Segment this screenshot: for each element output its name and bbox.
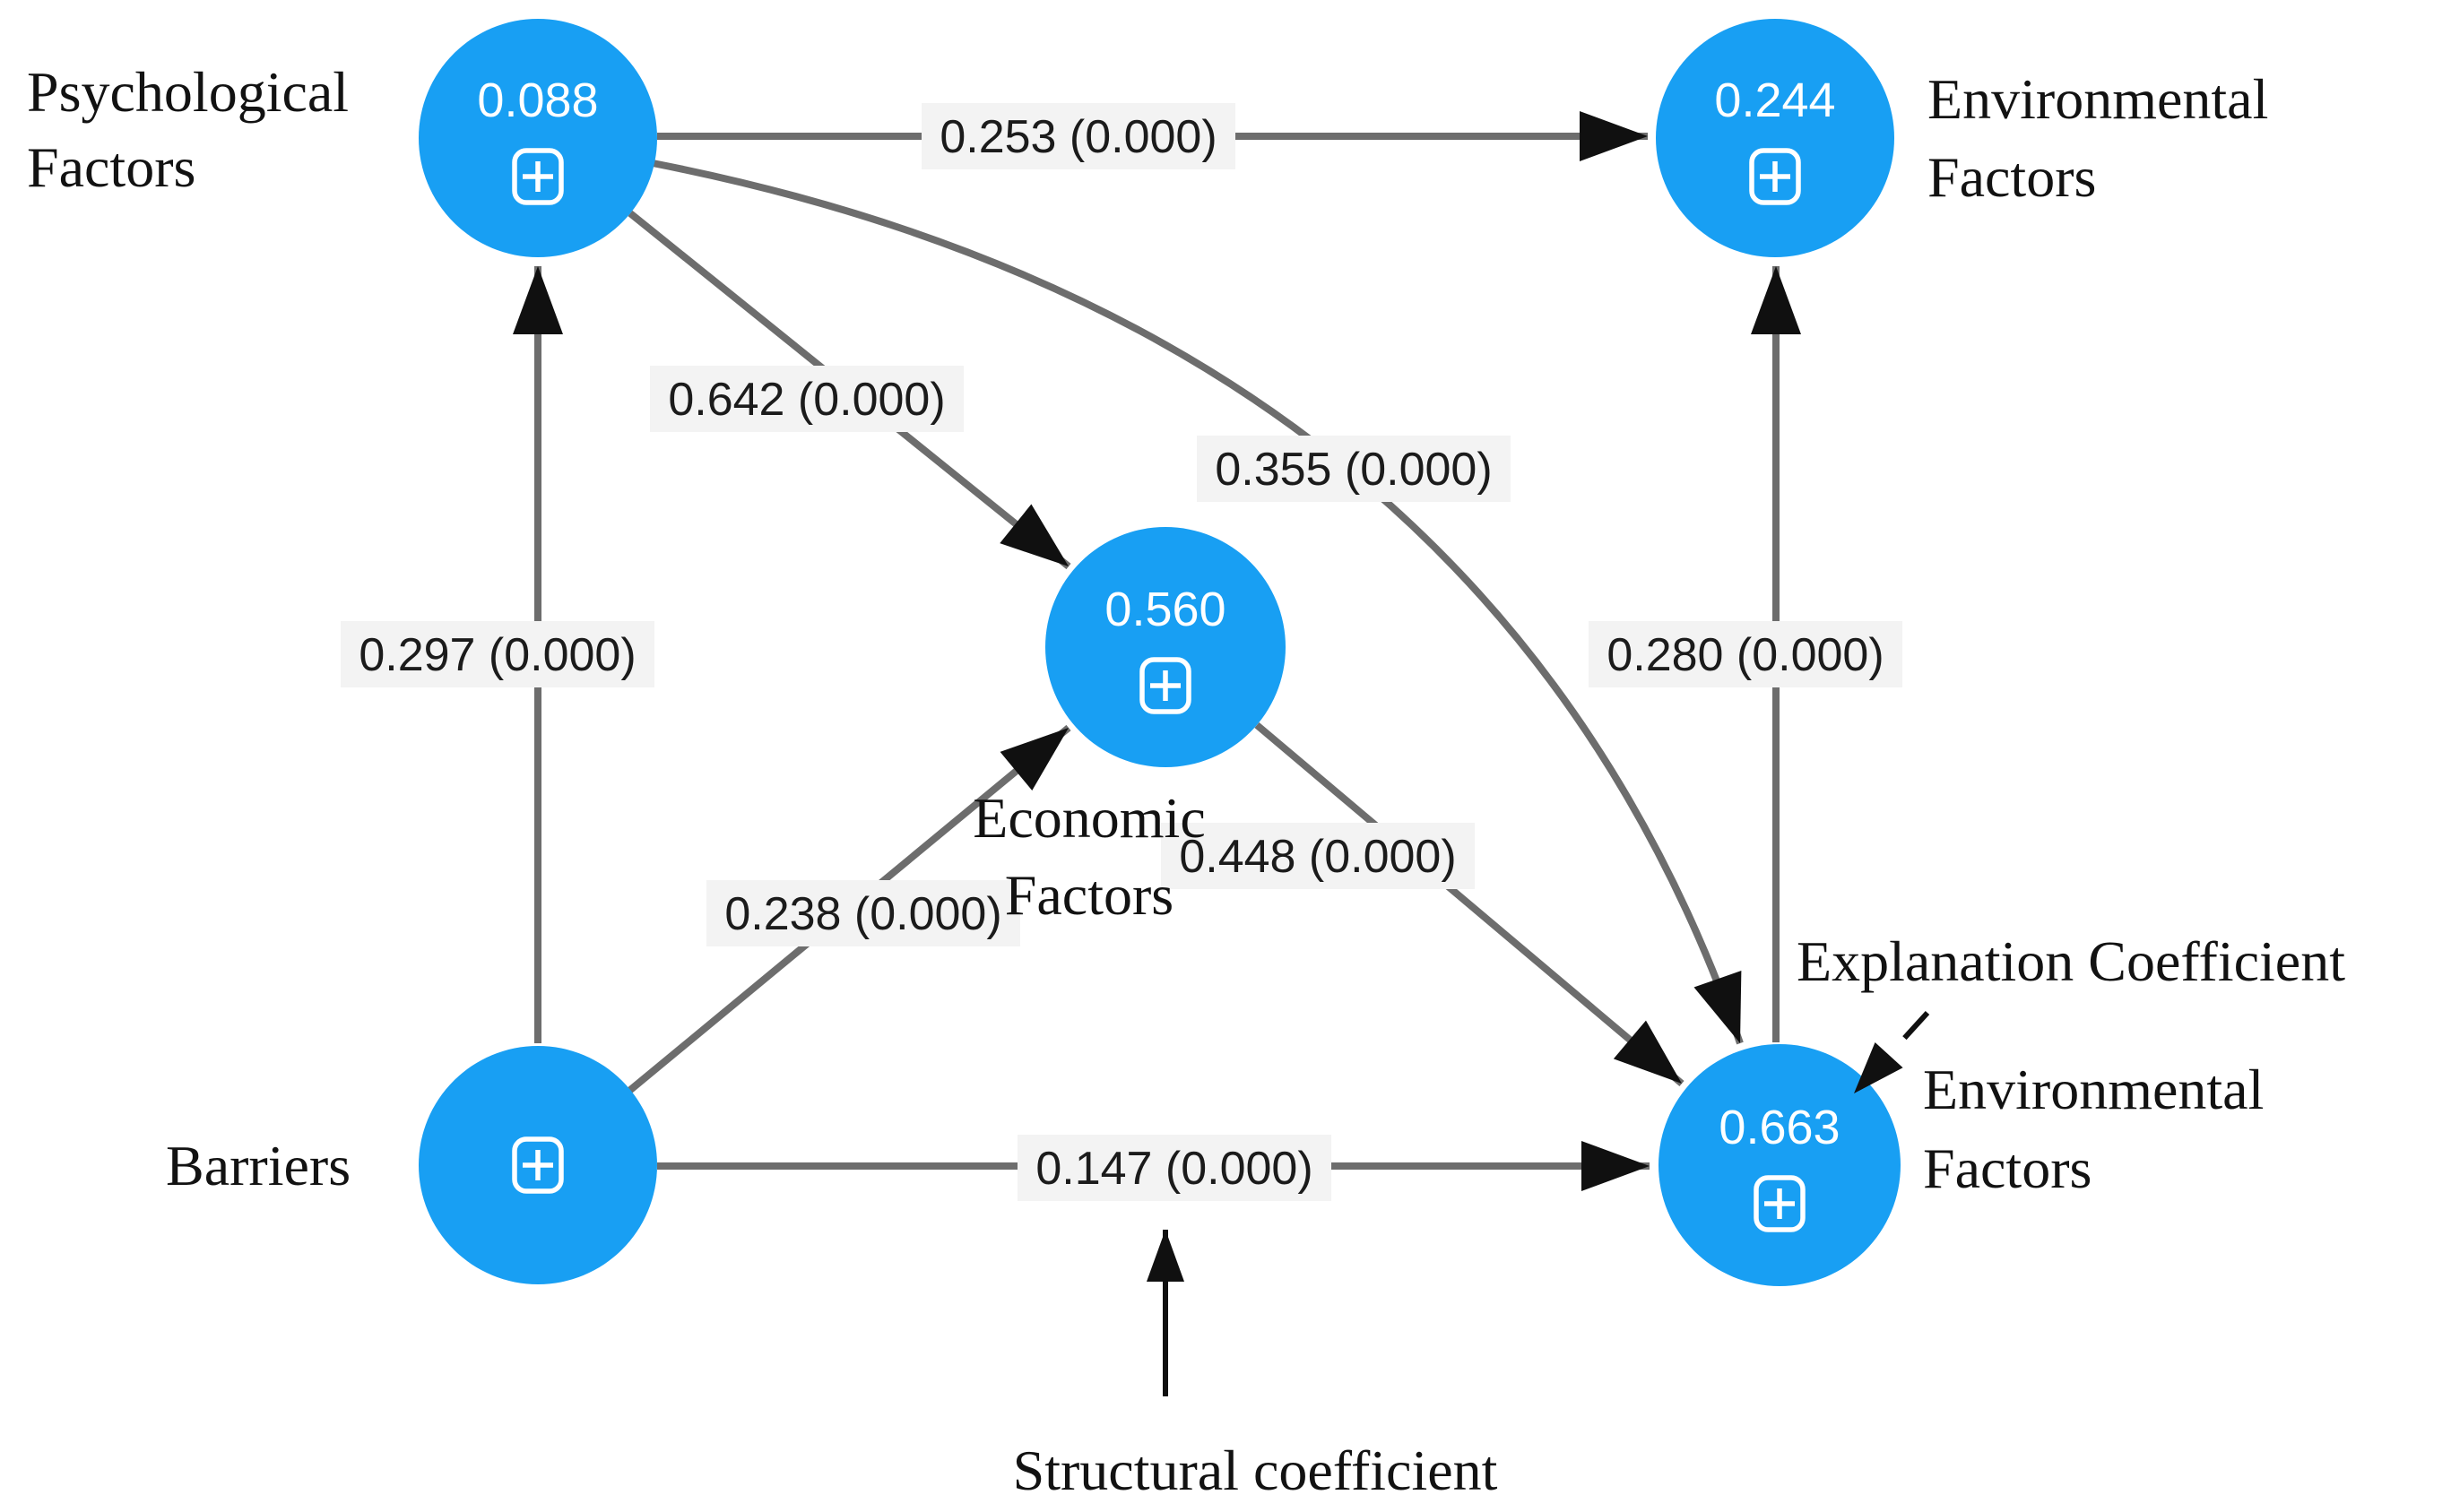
construct-circle[interactable] bbox=[419, 19, 657, 257]
path-coefficient-label: 0.238 (0.000) bbox=[706, 880, 1020, 946]
path-coefficient-label: 0.280 (0.000) bbox=[1589, 621, 1902, 687]
plus-expand-icon[interactable] bbox=[512, 1136, 564, 1194]
label-background bbox=[1018, 1135, 1331, 1201]
label-background bbox=[341, 621, 654, 687]
label-line: Environmental bbox=[1927, 67, 2268, 131]
construct-circle[interactable] bbox=[1656, 19, 1894, 257]
coefficient-value: 0.448 (0.000) bbox=[1179, 831, 1456, 883]
r-squared-value: 0.244 bbox=[1714, 73, 1835, 127]
r-squared-value: 0.560 bbox=[1104, 583, 1226, 636]
annotation-text: Structural coefficient bbox=[1013, 1439, 1498, 1502]
coefficient-value: 0.355 (0.000) bbox=[1215, 444, 1492, 496]
plus-expand-icon[interactable] bbox=[1754, 1175, 1806, 1232]
node-environmental-factors-bottom[interactable]: 0.663 bbox=[1659, 1044, 1901, 1286]
label-line: Factors bbox=[1005, 863, 1174, 927]
coefficient-value: 0.238 (0.000) bbox=[724, 888, 1001, 940]
plus-expand-icon[interactable] bbox=[1749, 148, 1801, 205]
r-squared-value: 0.663 bbox=[1719, 1101, 1840, 1154]
path-coefficient-label: 0.642 (0.000) bbox=[650, 366, 964, 432]
plus-expand-icon[interactable] bbox=[512, 148, 564, 205]
label-background bbox=[706, 880, 1020, 946]
node-name-labels: Psychological Factors Environmental Fact… bbox=[27, 60, 2268, 1200]
node-psychological-factors[interactable]: 0.088 bbox=[419, 19, 657, 257]
node-barriers[interactable] bbox=[419, 1046, 657, 1284]
plus-expand-icon[interactable] bbox=[1139, 657, 1191, 714]
path-coefficient-label: 0.355 (0.000) bbox=[1197, 436, 1511, 502]
construct-circle[interactable] bbox=[1045, 527, 1286, 767]
coefficient-value: 0.642 (0.000) bbox=[668, 374, 945, 426]
label-background bbox=[650, 366, 964, 432]
label-environmental-factors-top: Environmental Factors bbox=[1927, 67, 2268, 209]
edge-economic-to-environmental-bottom bbox=[1254, 721, 1685, 1087]
path-coefficient-label: 0.448 (0.000) bbox=[1161, 823, 1475, 889]
construct-circle[interactable] bbox=[1659, 1044, 1901, 1286]
path-coefficient-label: 0.147 (0.000) bbox=[1018, 1135, 1331, 1201]
label-background bbox=[1197, 436, 1511, 502]
label-line: Barriers bbox=[166, 1134, 351, 1197]
label-line: Economic bbox=[973, 786, 1205, 850]
annotation-arrow bbox=[1851, 1010, 1930, 1096]
label-line: Factors bbox=[1927, 145, 2096, 209]
label-background bbox=[1161, 823, 1475, 889]
label-environmental-factors-bottom: Environmental Factors bbox=[1923, 1058, 2264, 1200]
label-line: Environmental bbox=[1923, 1058, 2264, 1121]
edge-labels: 0.253 (0.000) 0.642 (0.000) 0.355 (0.000… bbox=[341, 103, 1902, 1201]
path-coefficient-label: 0.297 (0.000) bbox=[341, 621, 654, 687]
label-line: Factors bbox=[1923, 1136, 2092, 1200]
annotation-explanation-coefficient: Explanation Coefficient bbox=[1797, 929, 2345, 1096]
label-line: Factors bbox=[27, 135, 195, 199]
label-line: Psychological bbox=[27, 60, 349, 124]
label-economic-factors: Economic Factors bbox=[973, 786, 1205, 927]
coefficient-value: 0.297 (0.000) bbox=[359, 629, 636, 681]
node-economic-factors[interactable]: 0.560 bbox=[1045, 527, 1286, 767]
node-environmental-factors-top[interactable]: 0.244 bbox=[1656, 19, 1894, 257]
label-background bbox=[922, 103, 1235, 169]
coefficient-value: 0.253 (0.000) bbox=[940, 111, 1217, 163]
r-squared-value: 0.088 bbox=[477, 73, 598, 127]
annotation-structural-coefficient: Structural coefficient bbox=[1013, 1230, 1498, 1502]
annotation-text: Explanation Coefficient bbox=[1797, 929, 2345, 993]
label-psychological-factors: Psychological Factors bbox=[27, 60, 349, 199]
coefficient-value: 0.280 (0.000) bbox=[1607, 629, 1884, 681]
path-coefficient-label: 0.253 (0.000) bbox=[922, 103, 1235, 169]
label-background bbox=[1589, 621, 1902, 687]
label-barriers: Barriers bbox=[166, 1134, 351, 1197]
coefficient-value: 0.147 (0.000) bbox=[1035, 1143, 1312, 1195]
